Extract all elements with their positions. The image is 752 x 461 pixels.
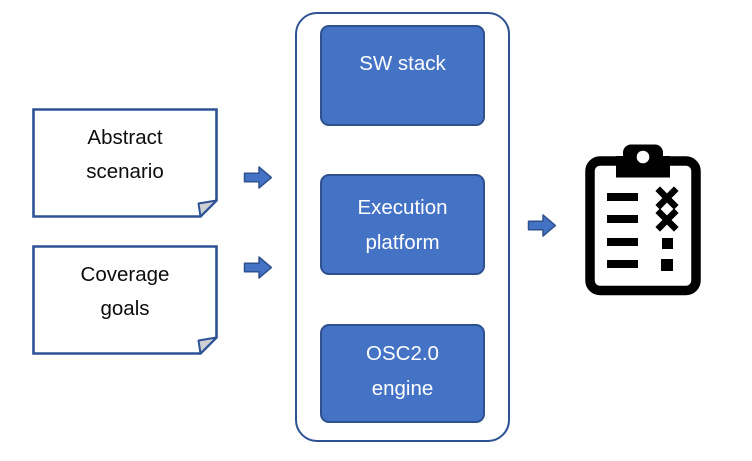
note-line: goals bbox=[100, 297, 150, 320]
clipboard-clip-base bbox=[616, 156, 670, 178]
box-label-line: OSC2.0 bbox=[366, 342, 439, 365]
list-bar bbox=[607, 215, 638, 223]
right-arrow-icon bbox=[527, 214, 557, 237]
square-mark bbox=[662, 238, 673, 249]
x-mark-icon bbox=[655, 208, 679, 232]
box-label-line: SW stack bbox=[359, 52, 446, 75]
square-mark bbox=[661, 259, 673, 271]
folded-corner-flap bbox=[197, 336, 218, 355]
list-bar bbox=[607, 260, 638, 268]
box-label-line: Execution bbox=[357, 195, 448, 219]
pipeline-container: SW stack Execution platform OSC2.0 engin… bbox=[295, 12, 510, 442]
x-mark-icon bbox=[655, 186, 679, 210]
note-abstract-scenario: Abstract scenario bbox=[32, 108, 218, 218]
folded-note-shape bbox=[32, 245, 218, 355]
right-arrow-icon bbox=[243, 256, 273, 279]
note-label: Abstract scenario bbox=[32, 108, 218, 218]
list-bar bbox=[607, 238, 638, 246]
box-sw-stack: SW stack bbox=[320, 25, 485, 126]
folded-note-shape bbox=[32, 108, 218, 218]
list-bar bbox=[607, 193, 638, 201]
note-line: scenario bbox=[86, 160, 164, 183]
box-label-line: engine bbox=[371, 377, 434, 400]
clipboard-board bbox=[585, 156, 701, 296]
note-coverage-goals: Coverage goals bbox=[32, 245, 218, 355]
note-line: Abstract bbox=[87, 126, 163, 149]
box-label-line: platform bbox=[365, 230, 440, 254]
right-arrow-icon bbox=[243, 166, 273, 189]
folded-corner-flap bbox=[197, 199, 218, 218]
clipboard-clip-hole bbox=[636, 150, 650, 164]
clipboard-checklist-icon bbox=[585, 144, 701, 296]
box-execution-platform: Execution platform bbox=[320, 174, 485, 275]
note-label: Coverage goals bbox=[32, 245, 218, 355]
box-osc2-engine: OSC2.0 engine bbox=[320, 324, 485, 423]
note-line: Coverage bbox=[80, 263, 170, 286]
